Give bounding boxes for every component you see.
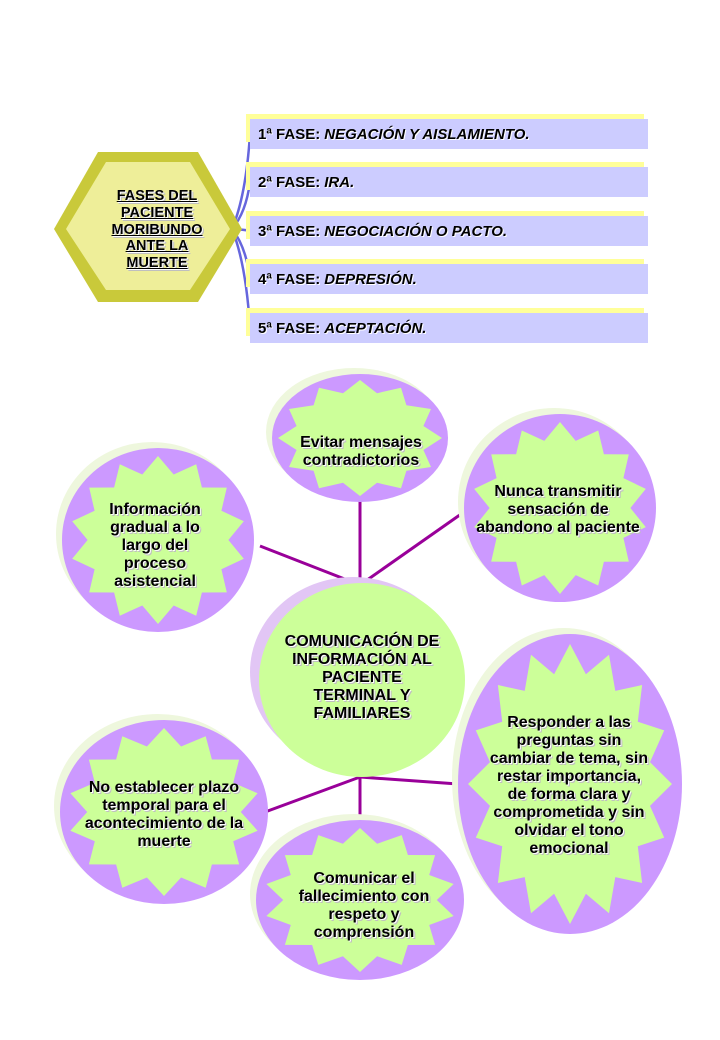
phase-box-4 [250,264,648,294]
node-plazo-text: No establecer plazo temporal para el aco… [84,778,244,851]
phase-5-name: ACEPTACIÓN. [324,319,427,337]
hexagon-face [66,162,230,290]
phase-4-name: DEPRESIÓN. [324,270,417,288]
node-plazo [54,714,268,904]
center-circle [250,577,465,777]
phase-2: 2ª FASE: IRA. [258,167,354,197]
node-comunicar [250,814,464,980]
node-evitar-star [278,380,442,496]
phase-box-3 [250,216,648,246]
connector-right [359,775,459,786]
node-informacion-text: Información gradual a lo largo del proce… [109,500,201,591]
node-nunca [458,408,656,602]
phase-1-label: 1ª FASE: [258,125,321,143]
node-informacion-star [72,456,244,624]
node-evitar [266,368,448,502]
phase-4: 4ª FASE: DEPRESIÓN. [258,264,417,294]
node-evitar-text: Evitar mensajes contradictorios [300,433,422,469]
phase-5: 5ª FASE: ACEPTACIÓN. [258,313,426,343]
node-responder [452,628,682,934]
connector-left [264,775,361,814]
phase-1-name: NEGACIÓN Y AISLAMIENTO. [324,125,530,143]
phase-box-1 [250,119,648,149]
node-comunicar-star [266,828,454,972]
phase-2-name: IRA. [324,173,355,191]
node-responder-text: Responder a las preguntas sin cambiar de… [489,713,649,858]
phase-box-5 [250,313,648,343]
node-responder-star [468,644,672,924]
connector-top-3 [359,510,465,587]
center-circle-face [259,583,465,777]
phase-boxes [246,114,648,343]
phase-3-label: 3ª FASE: [258,222,321,240]
communication-bubbles [54,368,682,980]
node-informacion [56,442,254,632]
phase-5-label: 5ª FASE: [258,319,321,337]
phase-4-label: 4ª FASE: [258,270,321,288]
phases-title: FASES DEL PACIENTE MORIBUNDO ANTE LA MUE… [111,187,203,272]
node-comunicar-text: Comunicar el fallecimiento con respeto y… [298,869,430,942]
node-plazo-star [70,728,258,896]
phases-hexagon [54,152,242,302]
center-text: COMUNICACIÓN DE INFORMACIÓN AL PACIENTE … [284,632,440,723]
node-nunca-text: Nunca transmitir sensación de abandono a… [476,482,640,537]
node-nunca-star [474,422,646,594]
phase-2-label: 2ª FASE: [258,173,321,191]
phase-3: 3ª FASE: NEGOCIACIÓN O PACTO. [258,216,507,246]
phase-1: 1ª FASE: NEGACIÓN Y AISLAMIENTO. [258,119,530,149]
phase-3-name: NEGOCIACIÓN O PACTO. [324,222,508,240]
phase-box-2 [250,167,648,197]
